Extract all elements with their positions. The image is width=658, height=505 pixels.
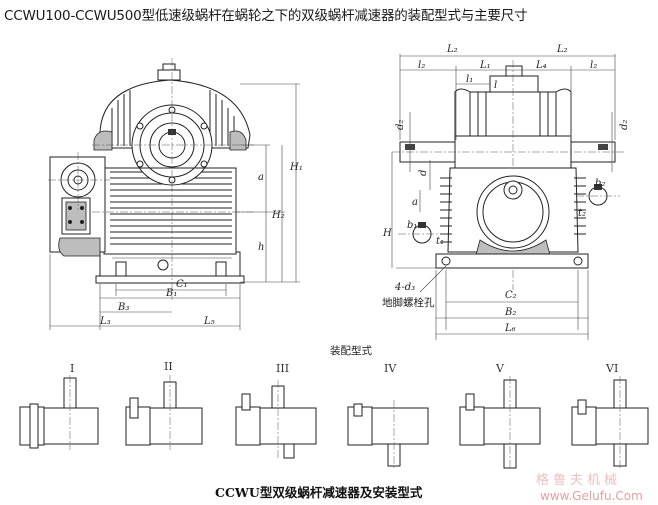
assembly-type-V: V xyxy=(459,362,541,470)
label-l2-left: l₂ xyxy=(418,60,425,71)
label-L3: L₃ xyxy=(99,316,111,327)
label-B1: B₁ xyxy=(165,288,177,299)
label-C1: C₁ xyxy=(176,279,188,290)
label-a-left: a xyxy=(258,172,264,183)
label-h: h xyxy=(258,242,264,253)
label-d: d xyxy=(418,170,429,176)
side-view: L₂ L₂ l₂ l₂ L₁ L₄ l₁ l d₂ d₂ d a b₁ t₁ b… xyxy=(382,44,630,340)
label-bolt: 4-d₃ xyxy=(394,282,415,293)
assembly-type-I: I xyxy=(19,362,99,450)
assembly-label-II: II xyxy=(164,360,173,373)
label-H1: H₁ xyxy=(289,162,303,173)
assembly-type-II: II xyxy=(125,360,203,450)
assembly-label-VI: VI xyxy=(605,362,618,375)
assembly-type-III: III xyxy=(235,362,317,460)
label-foot-bolt-hole: 地脚螺栓孔 xyxy=(382,296,435,309)
label-L1: L₁ xyxy=(479,60,491,71)
assembly-label-IV: IV xyxy=(384,362,397,375)
assembly-label-I: I xyxy=(70,362,74,375)
label-t1: t₁ xyxy=(436,236,444,247)
label-b2: b₂ xyxy=(595,178,605,189)
label-H: H xyxy=(382,228,392,239)
label-L6: L₆ xyxy=(504,323,516,334)
label-H2: H₂ xyxy=(271,210,285,221)
page-title: CCWU100-CCWU500型低速级蜗杆在蜗轮之下的双级蜗杆减速器的装配型式与… xyxy=(4,8,528,24)
label-d2-left: d₂ xyxy=(395,120,406,130)
label-B2: B₂ xyxy=(504,307,516,318)
label-L5: L₅ xyxy=(203,316,215,327)
label-l: l xyxy=(494,80,497,91)
label-l1: l₁ xyxy=(466,74,473,85)
assembly-label-V: V xyxy=(495,362,505,375)
assembly-label-III: III xyxy=(276,362,289,375)
label-d2-right: d₂ xyxy=(619,120,630,130)
label-l2-right: l₂ xyxy=(590,60,597,71)
figure-caption: CCWU型双级蜗杆减速器及安装型式 xyxy=(215,485,423,500)
label-t2: t₂ xyxy=(578,208,586,219)
label-L2-right: L₂ xyxy=(556,44,568,55)
assembly-type-IV: IV xyxy=(347,362,429,470)
watermark-url: www.Gelufu.Com xyxy=(540,489,643,503)
assembly-title: 装配型式 xyxy=(330,344,372,357)
label-L2-left: L₂ xyxy=(446,44,458,55)
watermark-brand: 格鲁夫机械 xyxy=(536,472,621,488)
assembly-type-VI: VI xyxy=(571,362,649,470)
label-B3: B₃ xyxy=(117,302,129,313)
label-C2: C₂ xyxy=(505,290,517,301)
label-a-right: a xyxy=(412,197,418,208)
label-b1: b₁ xyxy=(407,220,417,231)
front-view: H₁ a H₂ h C₁ B₁ B₃ L₃ L₅ xyxy=(48,58,303,330)
label-L4: L₄ xyxy=(535,60,547,71)
